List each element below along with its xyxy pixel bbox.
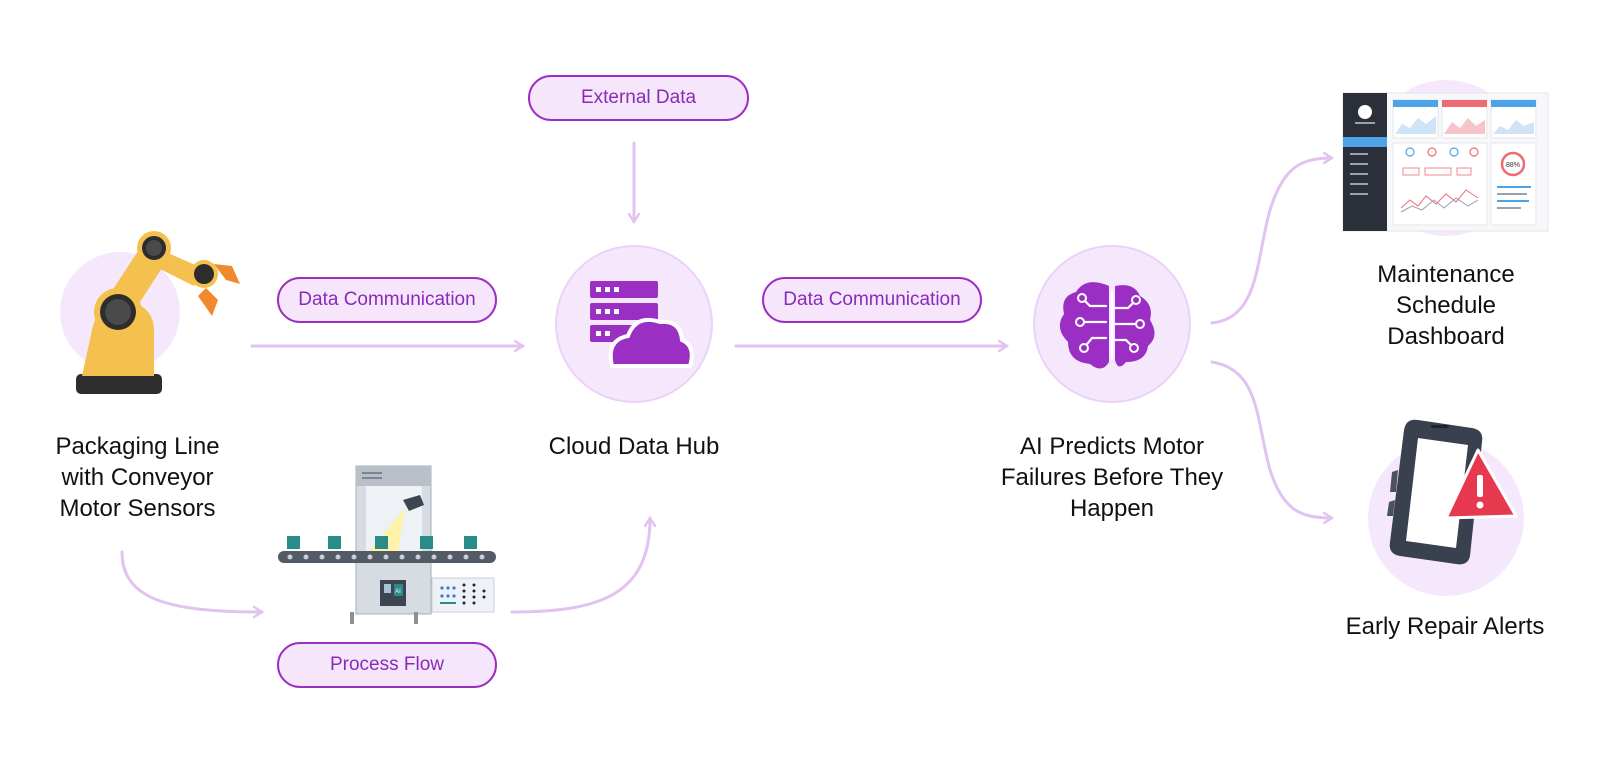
ai-brain-icon	[1033, 245, 1191, 403]
arrow-conveyor-to-hub	[510, 516, 650, 614]
arrow-ai-to-alerts	[1210, 360, 1334, 518]
arrow-ai-to-dashboard	[1210, 158, 1334, 325]
arrow-line-to-conveyor	[120, 550, 264, 612]
process-flow-pill: Process Flow	[277, 642, 497, 688]
maintenance-dashboard-label: Maintenance Schedule Dashboard	[1377, 261, 1515, 350]
phone-alert-icon	[1368, 419, 1524, 596]
cloud-data-hub-label: Cloud Data Hub	[548, 433, 720, 460]
data-communication-pill-right: Data Communication	[762, 277, 982, 323]
robot-arm-icon	[60, 231, 240, 394]
conveyor-machine-icon: AI	[278, 465, 496, 624]
ai-predicts-label: AI Predicts Motor Failures Before They H…	[1000, 433, 1224, 522]
external-data-pill: External Data	[528, 75, 749, 121]
dashboard-screenshot-icon: 88%	[1342, 80, 1549, 236]
machine-ai-badge: AI	[395, 589, 401, 595]
data-communication-pill-left: Data Communication	[277, 277, 497, 323]
early-repair-alerts-label: Early Repair Alerts	[1345, 613, 1545, 640]
packaging-line-label: Packaging Line with Conveyor Motor Senso…	[55, 433, 220, 522]
cloud-server-icon	[555, 245, 713, 403]
dashboard-gauge-value: 88%	[1506, 162, 1520, 169]
